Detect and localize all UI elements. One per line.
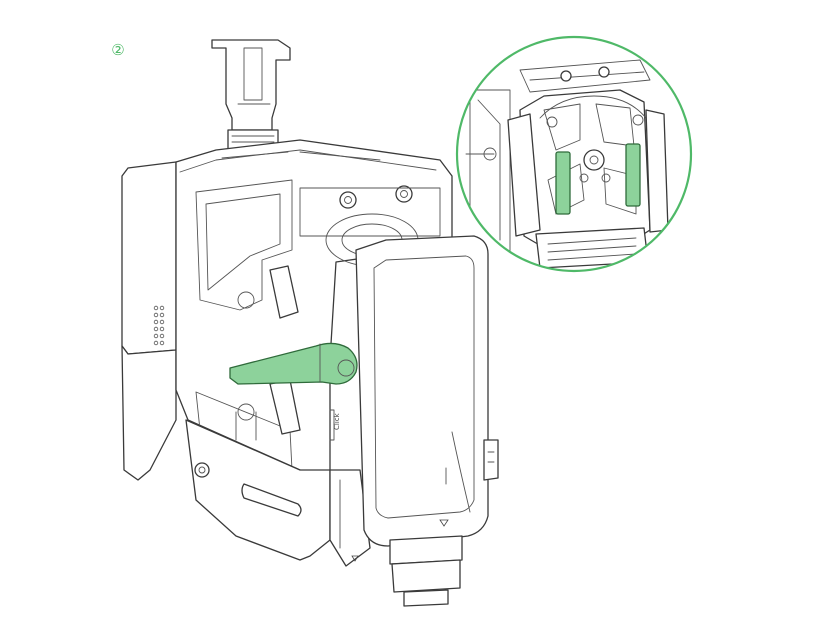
right-green-slot [625, 143, 641, 207]
click-callout: Click [329, 409, 341, 441]
filament-connector [211, 39, 291, 151]
front-cover [355, 235, 499, 547]
vent-dots [153, 305, 165, 346]
printhead-body [121, 139, 453, 567]
mount-screws [299, 185, 441, 237]
click-label: Click [333, 412, 341, 430]
green-lever [229, 342, 358, 385]
left-green-slot [555, 151, 571, 215]
hotend-nozzle [389, 535, 463, 607]
cover-arrow-icon [439, 519, 449, 527]
magnifier-circle-icon [455, 35, 693, 273]
arrow-down-icon [351, 555, 359, 562]
magnified-detail [457, 37, 691, 271]
step-number: ② [111, 41, 124, 59]
step-number-label: ② [111, 41, 124, 59]
